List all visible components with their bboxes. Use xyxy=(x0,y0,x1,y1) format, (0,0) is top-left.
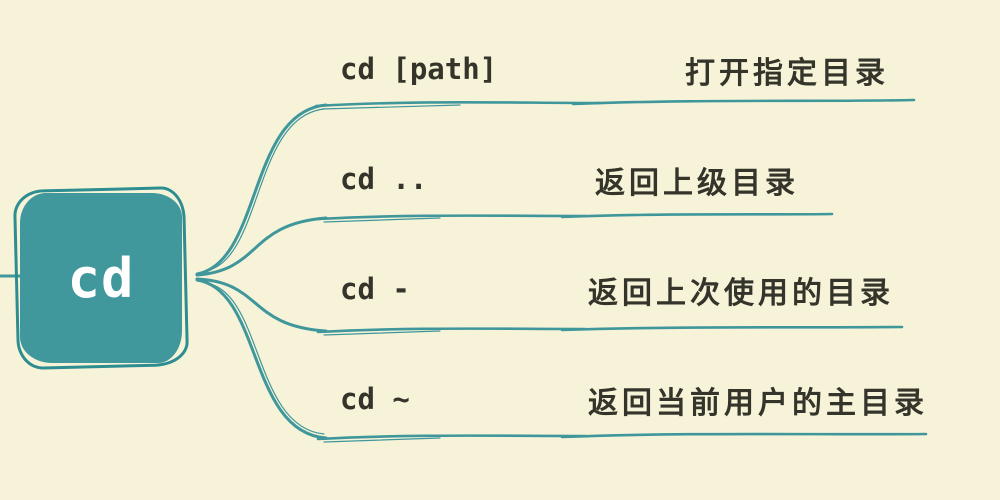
branch-underline-2-echo xyxy=(323,217,441,223)
branch-2-command: cd .. xyxy=(340,162,428,196)
branch-underline-3-echo xyxy=(323,330,441,336)
branch-underline-2a xyxy=(316,214,587,221)
branch-underline-2b xyxy=(560,212,834,219)
branch-1-description: 打开指定目录 xyxy=(685,56,889,91)
branch-4-command: cd ~ xyxy=(340,382,410,416)
branch-underline-1-echo xyxy=(321,104,461,110)
branch-curve-1-echo xyxy=(205,108,325,272)
branch-curve-4 xyxy=(195,278,328,440)
branch-3-description: 返回上次使用的目录 xyxy=(588,276,894,311)
branch-underline-4b xyxy=(560,432,928,439)
branch-underline-1a xyxy=(314,100,602,108)
branch-underline-1b xyxy=(571,98,916,106)
branch-underline-3b xyxy=(560,325,904,332)
root-node-cd: cd xyxy=(20,193,182,363)
branch-curve-3 xyxy=(195,277,328,333)
branch-underline-3a xyxy=(316,327,587,334)
branch-underline-4a xyxy=(316,434,587,441)
branch-3-command: cd - xyxy=(340,272,410,306)
branch-curve-4-echo xyxy=(205,282,325,435)
branch-1-command: cd [path] xyxy=(340,52,498,86)
root-node-label: cd xyxy=(67,246,135,310)
branch-2-description: 返回上级目录 xyxy=(595,166,799,201)
branch-4-description: 返回当前用户的主目录 xyxy=(588,386,928,421)
branch-curve-2 xyxy=(195,216,328,277)
branch-curve-1 xyxy=(195,103,328,276)
branch-underline-4-echo xyxy=(323,437,441,443)
